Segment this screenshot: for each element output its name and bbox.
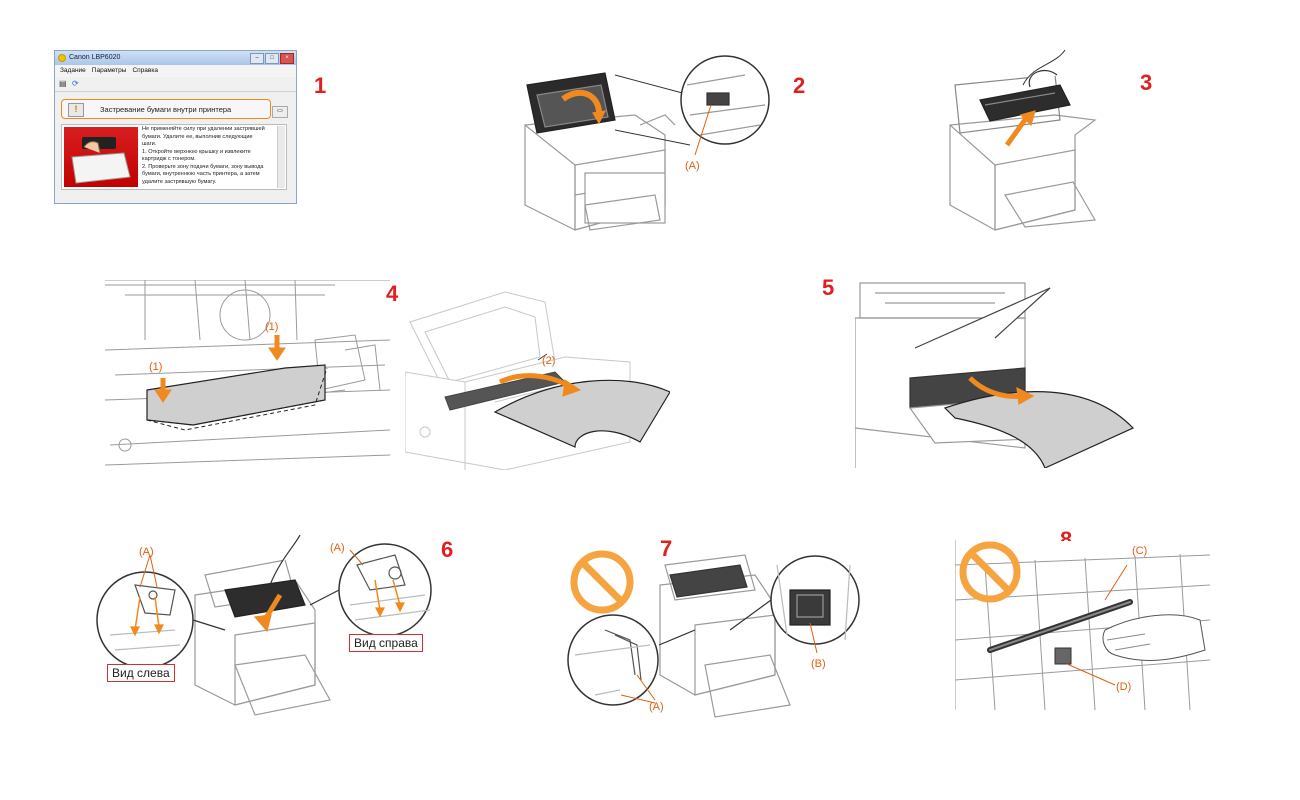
prohibit-icon-step8 — [959, 541, 1021, 603]
warning-icon: ! — [68, 103, 84, 117]
status-message-box: ! Застревание бумаги внутри принтера — [61, 99, 271, 119]
menu-job[interactable]: Задание — [60, 67, 86, 74]
step-8-illustration: (C) (D) — [955, 540, 1210, 710]
app-icon — [58, 54, 66, 62]
printer-status-window: Canon LBP6020 – □ × Задание Параметры Сп… — [54, 50, 297, 204]
window-title: Canon LBP6020 — [69, 54, 121, 61]
menu-bar: Задание Параметры Справка — [55, 65, 296, 77]
step-number-3: 3 — [1140, 70, 1153, 95]
step-4-illustration-a: (1) (1) — [105, 280, 390, 470]
refresh-icon[interactable]: ⟳ — [72, 79, 79, 88]
minimize-button[interactable]: – — [250, 53, 264, 64]
step-number-8: 8 — [1060, 527, 1073, 541]
status-text: Застревание бумаги внутри принтера — [100, 105, 232, 114]
close-button[interactable]: × — [280, 53, 294, 64]
step-number-6: 6 — [441, 537, 454, 562]
step-7-illustration: (A) (B) — [565, 545, 865, 725]
toolbar: ▤ ⟳ — [55, 77, 296, 92]
maximize-button[interactable]: □ — [265, 53, 279, 64]
document-icon[interactable]: ▤ — [59, 79, 67, 88]
menu-settings[interactable]: Параметры — [91, 67, 127, 74]
step-6-illustration: (A) (A) — [95, 535, 440, 725]
step-2-illustration: (A) — [515, 55, 785, 240]
step-4-illustration-b: (2) — [405, 282, 670, 470]
window-titlebar: Canon LBP6020 – □ × — [55, 51, 296, 65]
left-view-label: Вид слева — [107, 664, 175, 682]
help-content: Не применяйте силу при удалении застрявш… — [61, 124, 287, 190]
step-number-1: 1 — [314, 73, 327, 98]
prohibit-icon — [570, 550, 634, 614]
step-5-illustration — [855, 278, 1135, 468]
step-number-7: 7 — [660, 536, 673, 561]
menu-help[interactable]: Справка — [132, 67, 158, 74]
step-number-5: 5 — [822, 275, 835, 300]
step-3-illustration — [945, 45, 1105, 235]
scrollbar[interactable] — [277, 126, 285, 188]
step-number-4: 4 — [386, 281, 399, 306]
right-view-label: Вид справа — [349, 634, 423, 652]
info-button[interactable]: ▭ — [272, 106, 288, 118]
instruction-text: Не применяйте силу при удалении застрявш… — [142, 126, 265, 185]
step-number-2: 2 — [793, 73, 806, 98]
printer-illustration — [64, 127, 138, 187]
